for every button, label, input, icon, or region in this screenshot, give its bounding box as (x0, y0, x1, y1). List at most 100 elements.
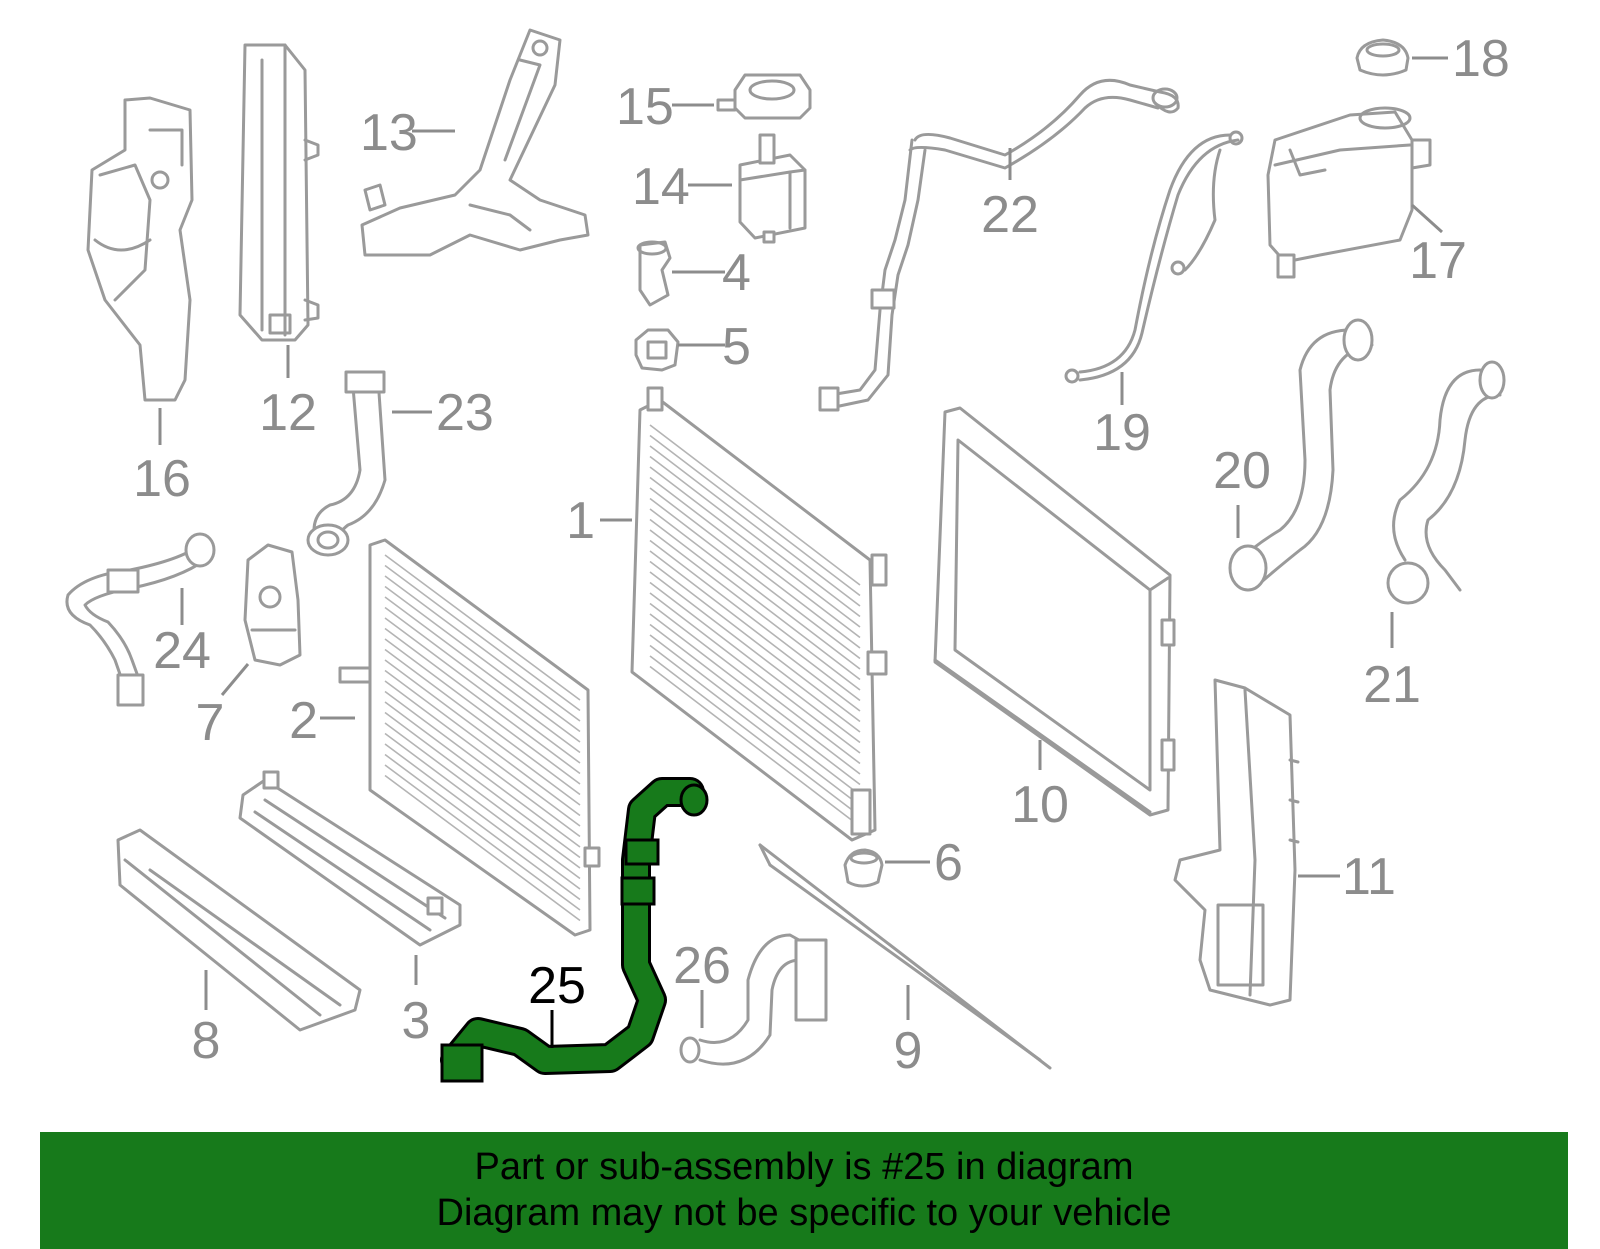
part-19-line (1064, 130, 1244, 384)
condenser-fin-line (384, 711, 581, 859)
radiator-fin-line (649, 497, 861, 660)
radiator-fin-line (649, 602, 861, 765)
part-7-housing (243, 543, 302, 667)
radiator-fin-line (649, 518, 861, 681)
part-22-hose (818, 78, 1180, 412)
part-9-strip (758, 843, 1052, 1070)
radiator-fin-line (649, 571, 861, 733)
callout-14: 14 (632, 158, 690, 216)
callout-19: 19 (1093, 404, 1151, 462)
part-13-bracket (360, 28, 590, 257)
banner-line-2: Diagram may not be specific to your vehi… (436, 1192, 1172, 1234)
condenser-fin-line (384, 680, 581, 827)
radiator-fin-line (649, 550, 861, 712)
part-20-hose (1228, 318, 1374, 592)
callout-3: 3 (402, 992, 431, 1050)
callout-22: 22 (981, 186, 1039, 244)
part-4-clip (636, 240, 672, 307)
radiator-fin-line (649, 508, 861, 670)
callout-9: 9 (894, 1022, 923, 1080)
part-18-cap (1355, 38, 1410, 77)
part-14-pump (738, 133, 807, 244)
callout-12: 12 (259, 384, 317, 442)
condenser-fin-line (384, 701, 581, 848)
radiator-fin-line (649, 539, 861, 702)
radiator-fin-line (649, 424, 861, 586)
condenser-fin-line (384, 554, 581, 701)
condenser-fin-line (384, 764, 581, 911)
radiator-fin-line (649, 560, 861, 723)
part-10-frame (933, 406, 1176, 817)
callout-16: 16 (133, 450, 191, 508)
condenser-fin-line (384, 596, 581, 743)
radiator-fin-line (649, 623, 861, 786)
condenser-fin-line (384, 732, 581, 880)
condenser-fin-line (384, 774, 581, 922)
condenser-fin-line (384, 722, 581, 869)
radiator-fin-line (649, 592, 861, 754)
part-15-valve (716, 73, 812, 120)
callout-21: 21 (1363, 656, 1421, 714)
radiator-fin-line (649, 445, 861, 607)
part-25-hose-highlighted (440, 777, 709, 1083)
condenser-fin-line (384, 585, 581, 733)
radiator-fin-line (649, 581, 861, 744)
callout-2: 2 (289, 692, 318, 750)
condenser-fin-line (384, 564, 581, 712)
part-16-air-duct (86, 96, 194, 402)
condenser-fin-line (384, 648, 581, 796)
part-6-grommet (843, 848, 884, 888)
condenser-fin-line (384, 606, 581, 754)
condenser-fin-line (384, 617, 581, 764)
part-2-condenser (338, 538, 601, 937)
condenser-fin-line (384, 627, 581, 775)
part-23-hose (306, 370, 387, 557)
callout-18: 18 (1452, 30, 1510, 88)
part-17-reservoir (1266, 106, 1432, 279)
radiator-fin-line (649, 634, 861, 796)
callout-26: 26 (673, 937, 731, 995)
condenser-fin-line (384, 575, 581, 722)
part-21-hose (1386, 360, 1506, 605)
part-11-bracket (1173, 678, 1300, 1007)
callout-15: 15 (616, 78, 674, 136)
radiator-fin-line (649, 455, 861, 618)
callout-10: 10 (1011, 776, 1069, 834)
radiator-fin-line (649, 487, 861, 649)
part-8-shield (116, 828, 362, 1032)
condenser-fin-line (384, 753, 581, 901)
callout-11: 11 (1342, 848, 1396, 906)
radiator-fin-line (649, 529, 861, 691)
callout-6: 6 (934, 834, 963, 892)
radiator-fin-line (649, 466, 861, 628)
callout-23: 23 (436, 384, 494, 442)
radiator-fin-line (649, 613, 861, 775)
part-5-mount (634, 328, 680, 372)
part-24-hose (65, 532, 216, 707)
part-3-cooler (238, 770, 462, 947)
radiator-fin-line (649, 434, 861, 597)
part-12-support-panel (238, 43, 320, 342)
banner-line-1: Part or sub-assembly is #25 in diagram (474, 1146, 1134, 1188)
radiator-fin-line (649, 655, 861, 817)
radiator-fin-line (649, 476, 861, 639)
callout-25: 25 (528, 957, 586, 1015)
condenser-fin-line (384, 659, 581, 806)
callout-13: 13 (360, 104, 418, 162)
callout-17: 17 (1409, 232, 1467, 290)
callout-8: 8 (192, 1012, 221, 1070)
callout-4: 4 (722, 244, 751, 302)
radiator-fin-line (649, 644, 861, 807)
callout-5: 5 (722, 318, 751, 376)
radiator-fin-line (649, 665, 861, 828)
condenser-fin-line (384, 690, 581, 838)
condenser-fin-line (384, 743, 581, 890)
condenser-fin-line (384, 669, 581, 817)
part-26-hose (679, 933, 828, 1066)
condenser-fin-line (384, 638, 581, 785)
callout-20: 20 (1213, 442, 1271, 500)
info-banner: Part or sub-assembly is #25 in diagram D… (40, 1132, 1568, 1249)
callout-7: 7 (196, 694, 225, 752)
callout-1: 1 (566, 492, 595, 550)
